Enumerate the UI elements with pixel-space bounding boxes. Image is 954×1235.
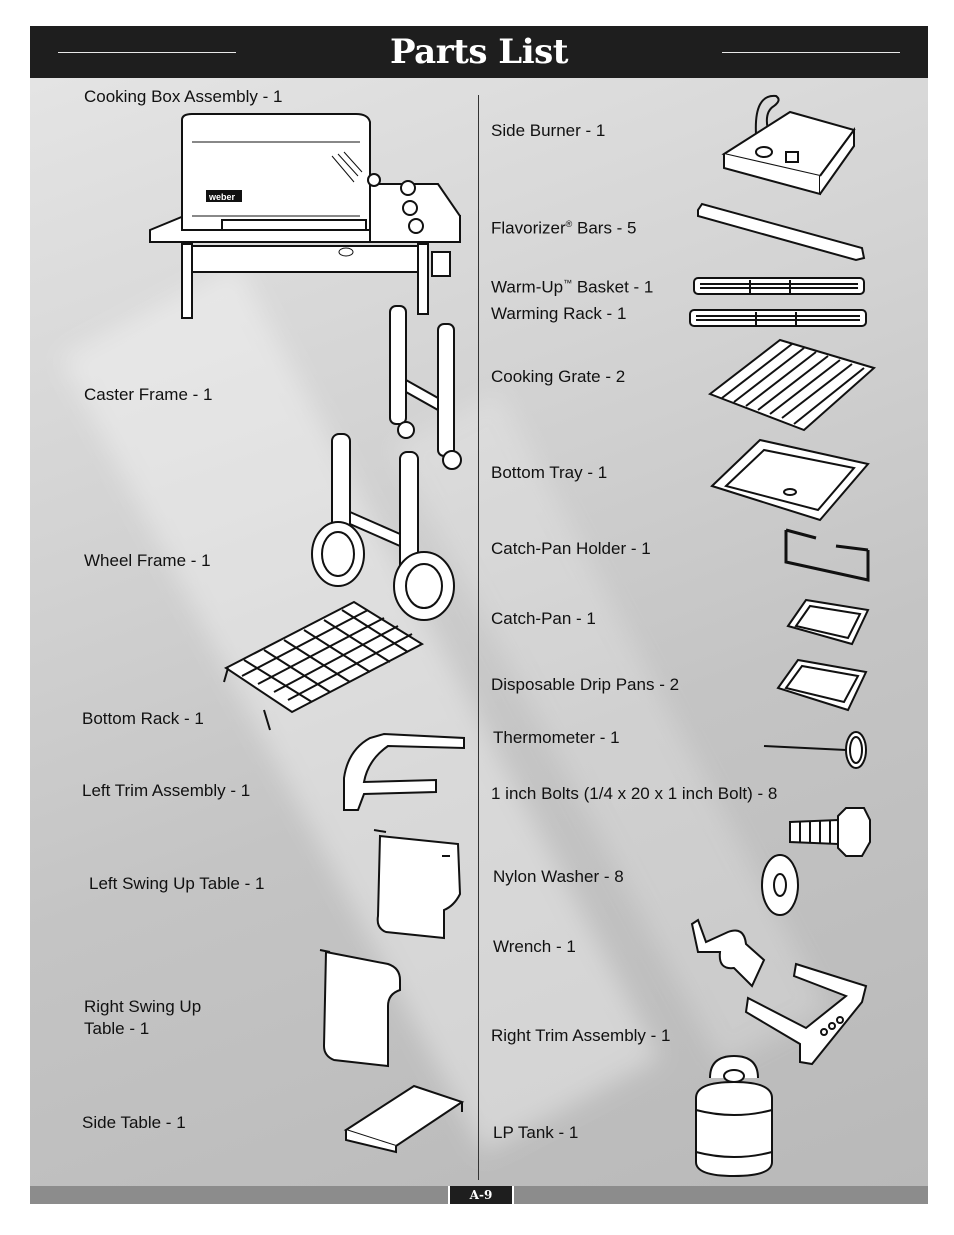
side-table-illustration: [344, 1082, 468, 1152]
lp-tank-illustration: [692, 1054, 776, 1178]
header-bar: Parts List: [30, 26, 928, 78]
flavorizer-bars-illustration: [696, 200, 868, 264]
part-label-catch-pan-holder: Catch-Pan Holder - 1: [491, 539, 651, 558]
part-label-side-table: Side Table - 1: [82, 1113, 186, 1132]
brand-logo: weber: [208, 192, 236, 202]
part-label-left-swing-table: Left Swing Up Table - 1: [89, 874, 265, 893]
caster-frame-illustration: [386, 302, 468, 472]
part-label-bottom-tray: Bottom Tray - 1: [491, 463, 608, 482]
footer-bar: A-9: [30, 1186, 928, 1204]
drip-pans-illustration: [776, 656, 870, 714]
header-rule-right: [722, 52, 900, 53]
part-label-flavorizer-bars: Flavorizer® Bars - 5: [491, 213, 637, 240]
parts-panel: [30, 78, 928, 1186]
left-swing-table-illustration: [372, 826, 468, 944]
right-swing-table-illustration: [318, 942, 404, 1072]
part-label-left-trim: Left Trim Assembly - 1: [82, 781, 251, 800]
registered-mark: ®: [565, 219, 573, 229]
right-trim-illustration: [736, 958, 870, 1068]
part-label-text: Bars - 5: [572, 218, 637, 238]
part-label-side-burner: Side Burner - 1: [491, 121, 606, 140]
part-label-text: Basket - 1: [572, 277, 654, 297]
cooking-grate-illustration: [708, 336, 878, 434]
thermometer-illustration: [762, 728, 870, 772]
part-label-warm-up-basket: Warm-Up™ Basket - 1: [491, 272, 653, 299]
catch-pan-holder-illustration: [780, 526, 872, 584]
bottom-tray-illustration: [710, 436, 872, 524]
part-label-drip-pans: Disposable Drip Pans - 2: [491, 675, 680, 694]
part-label-warming-rack: Warming Rack - 1: [491, 304, 627, 323]
page-title: Parts List: [390, 32, 568, 72]
left-trim-illustration: [340, 730, 468, 814]
page-number: A-9: [448, 1186, 514, 1204]
part-label-lp-tank: LP Tank - 1: [493, 1123, 579, 1142]
part-label-thermometer: Thermometer - 1: [493, 728, 620, 747]
part-label-text: Flavorizer: [491, 218, 566, 238]
catch-pan-illustration: [786, 596, 872, 648]
side-burner-illustration: [720, 90, 870, 198]
part-label-nylon-washer: Nylon Washer - 8: [493, 867, 624, 886]
part-label-bottom-rack: Bottom Rack - 1: [82, 709, 204, 728]
part-label-right-trim: Right Trim Assembly - 1: [491, 1026, 671, 1045]
cooking-box-illustration: weber: [148, 112, 466, 320]
part-label-line: Right Swing Up: [84, 997, 202, 1016]
part-label-right-swing-table: Right Swing Up Table - 1: [84, 996, 201, 1040]
part-label-catch-pan: Catch-Pan - 1: [491, 609, 596, 628]
header-rule-left: [58, 52, 236, 53]
part-label-bolts: 1 inch Bolts (1/4 x 20 x 1 inch Bolt) - …: [491, 784, 778, 803]
warming-rack-illustration: [686, 306, 870, 330]
part-label-line: Table - 1: [84, 1019, 150, 1038]
part-label-cooking-box: Cooking Box Assembly - 1: [84, 87, 283, 106]
part-label-wheel-frame: Wheel Frame - 1: [84, 551, 211, 570]
warm-up-basket-illustration: [690, 274, 868, 298]
trademark-mark: ™: [563, 278, 573, 288]
nylon-washer-illustration: [758, 852, 802, 918]
part-label-text: Warm-Up: [491, 277, 564, 297]
wheel-frame-illustration: [306, 430, 456, 622]
column-divider: [478, 95, 479, 1180]
bolt-illustration: [786, 806, 872, 860]
part-label-wrench: Wrench - 1: [493, 937, 576, 956]
bottom-rack-illustration: [218, 598, 430, 732]
part-label-caster-frame: Caster Frame - 1: [84, 385, 213, 404]
part-label-cooking-grate: Cooking Grate - 2: [491, 367, 626, 386]
wrench-illustration: [688, 916, 768, 990]
